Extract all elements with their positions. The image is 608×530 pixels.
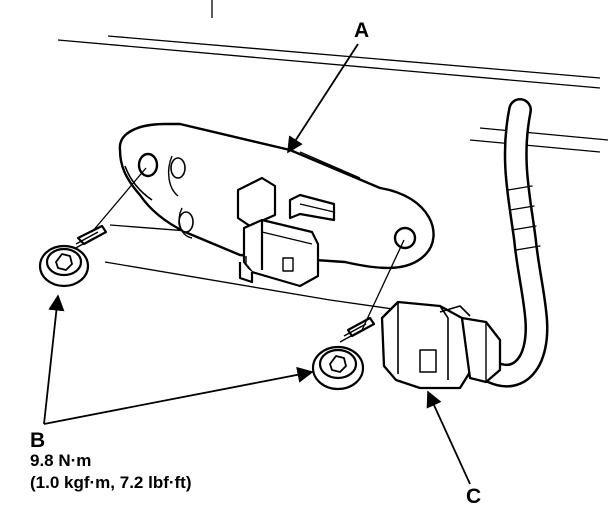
leader-lines [43, 43, 471, 485]
callout-a-leader [287, 43, 359, 154]
callout-c-label: C [466, 485, 482, 508]
torque-conversion: (1.0 kgf·m, 7.2 lbf·ft) [30, 473, 192, 492]
callout-a-label: A [354, 19, 370, 42]
torque-value: 9.8 N·m [30, 451, 92, 470]
bolt-left [38, 224, 108, 288]
harness-connector [380, 300, 502, 390]
bolt-right [311, 316, 376, 391]
sensor-unit [236, 176, 336, 288]
callout-b-label: B [30, 429, 46, 452]
wire-harness [480, 98, 549, 388]
sensor-bracket [118, 122, 435, 270]
callout-b-leader-right [43, 366, 314, 425]
alignment-lines [91, 167, 405, 331]
callout-c-leader [426, 390, 471, 485]
body-panel-lines [57, 0, 608, 311]
callout-b-leader-left [43, 294, 65, 425]
